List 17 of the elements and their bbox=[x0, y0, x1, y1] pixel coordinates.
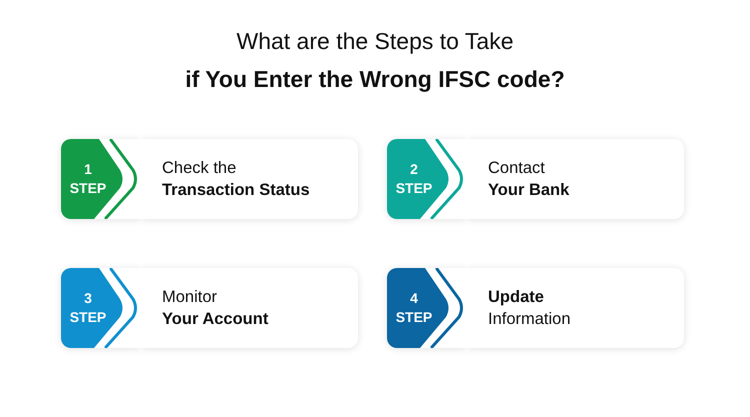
step-label: STEP bbox=[396, 309, 432, 326]
title: What are the Steps to Take if You Enter the Wrong IFSC code? bbox=[184, 27, 566, 94]
step-text: Check the Transaction Status bbox=[162, 158, 311, 201]
step-badge bbox=[387, 268, 467, 348]
step-label: STEP bbox=[70, 180, 106, 197]
step-badge bbox=[61, 268, 141, 348]
step-text: Update Information bbox=[488, 287, 572, 330]
step-text: Monitor Your Account bbox=[162, 287, 270, 330]
step-text: Contact Your Bank bbox=[488, 158, 570, 201]
step-label: STEP bbox=[396, 180, 432, 197]
step-badge bbox=[61, 139, 141, 219]
step-label: STEP bbox=[70, 309, 106, 326]
step-badge bbox=[387, 139, 467, 219]
step-number: 2 bbox=[410, 161, 418, 178]
step-number: 3 bbox=[84, 290, 92, 307]
step-number: 4 bbox=[410, 290, 418, 307]
step-number: 1 bbox=[84, 161, 92, 178]
